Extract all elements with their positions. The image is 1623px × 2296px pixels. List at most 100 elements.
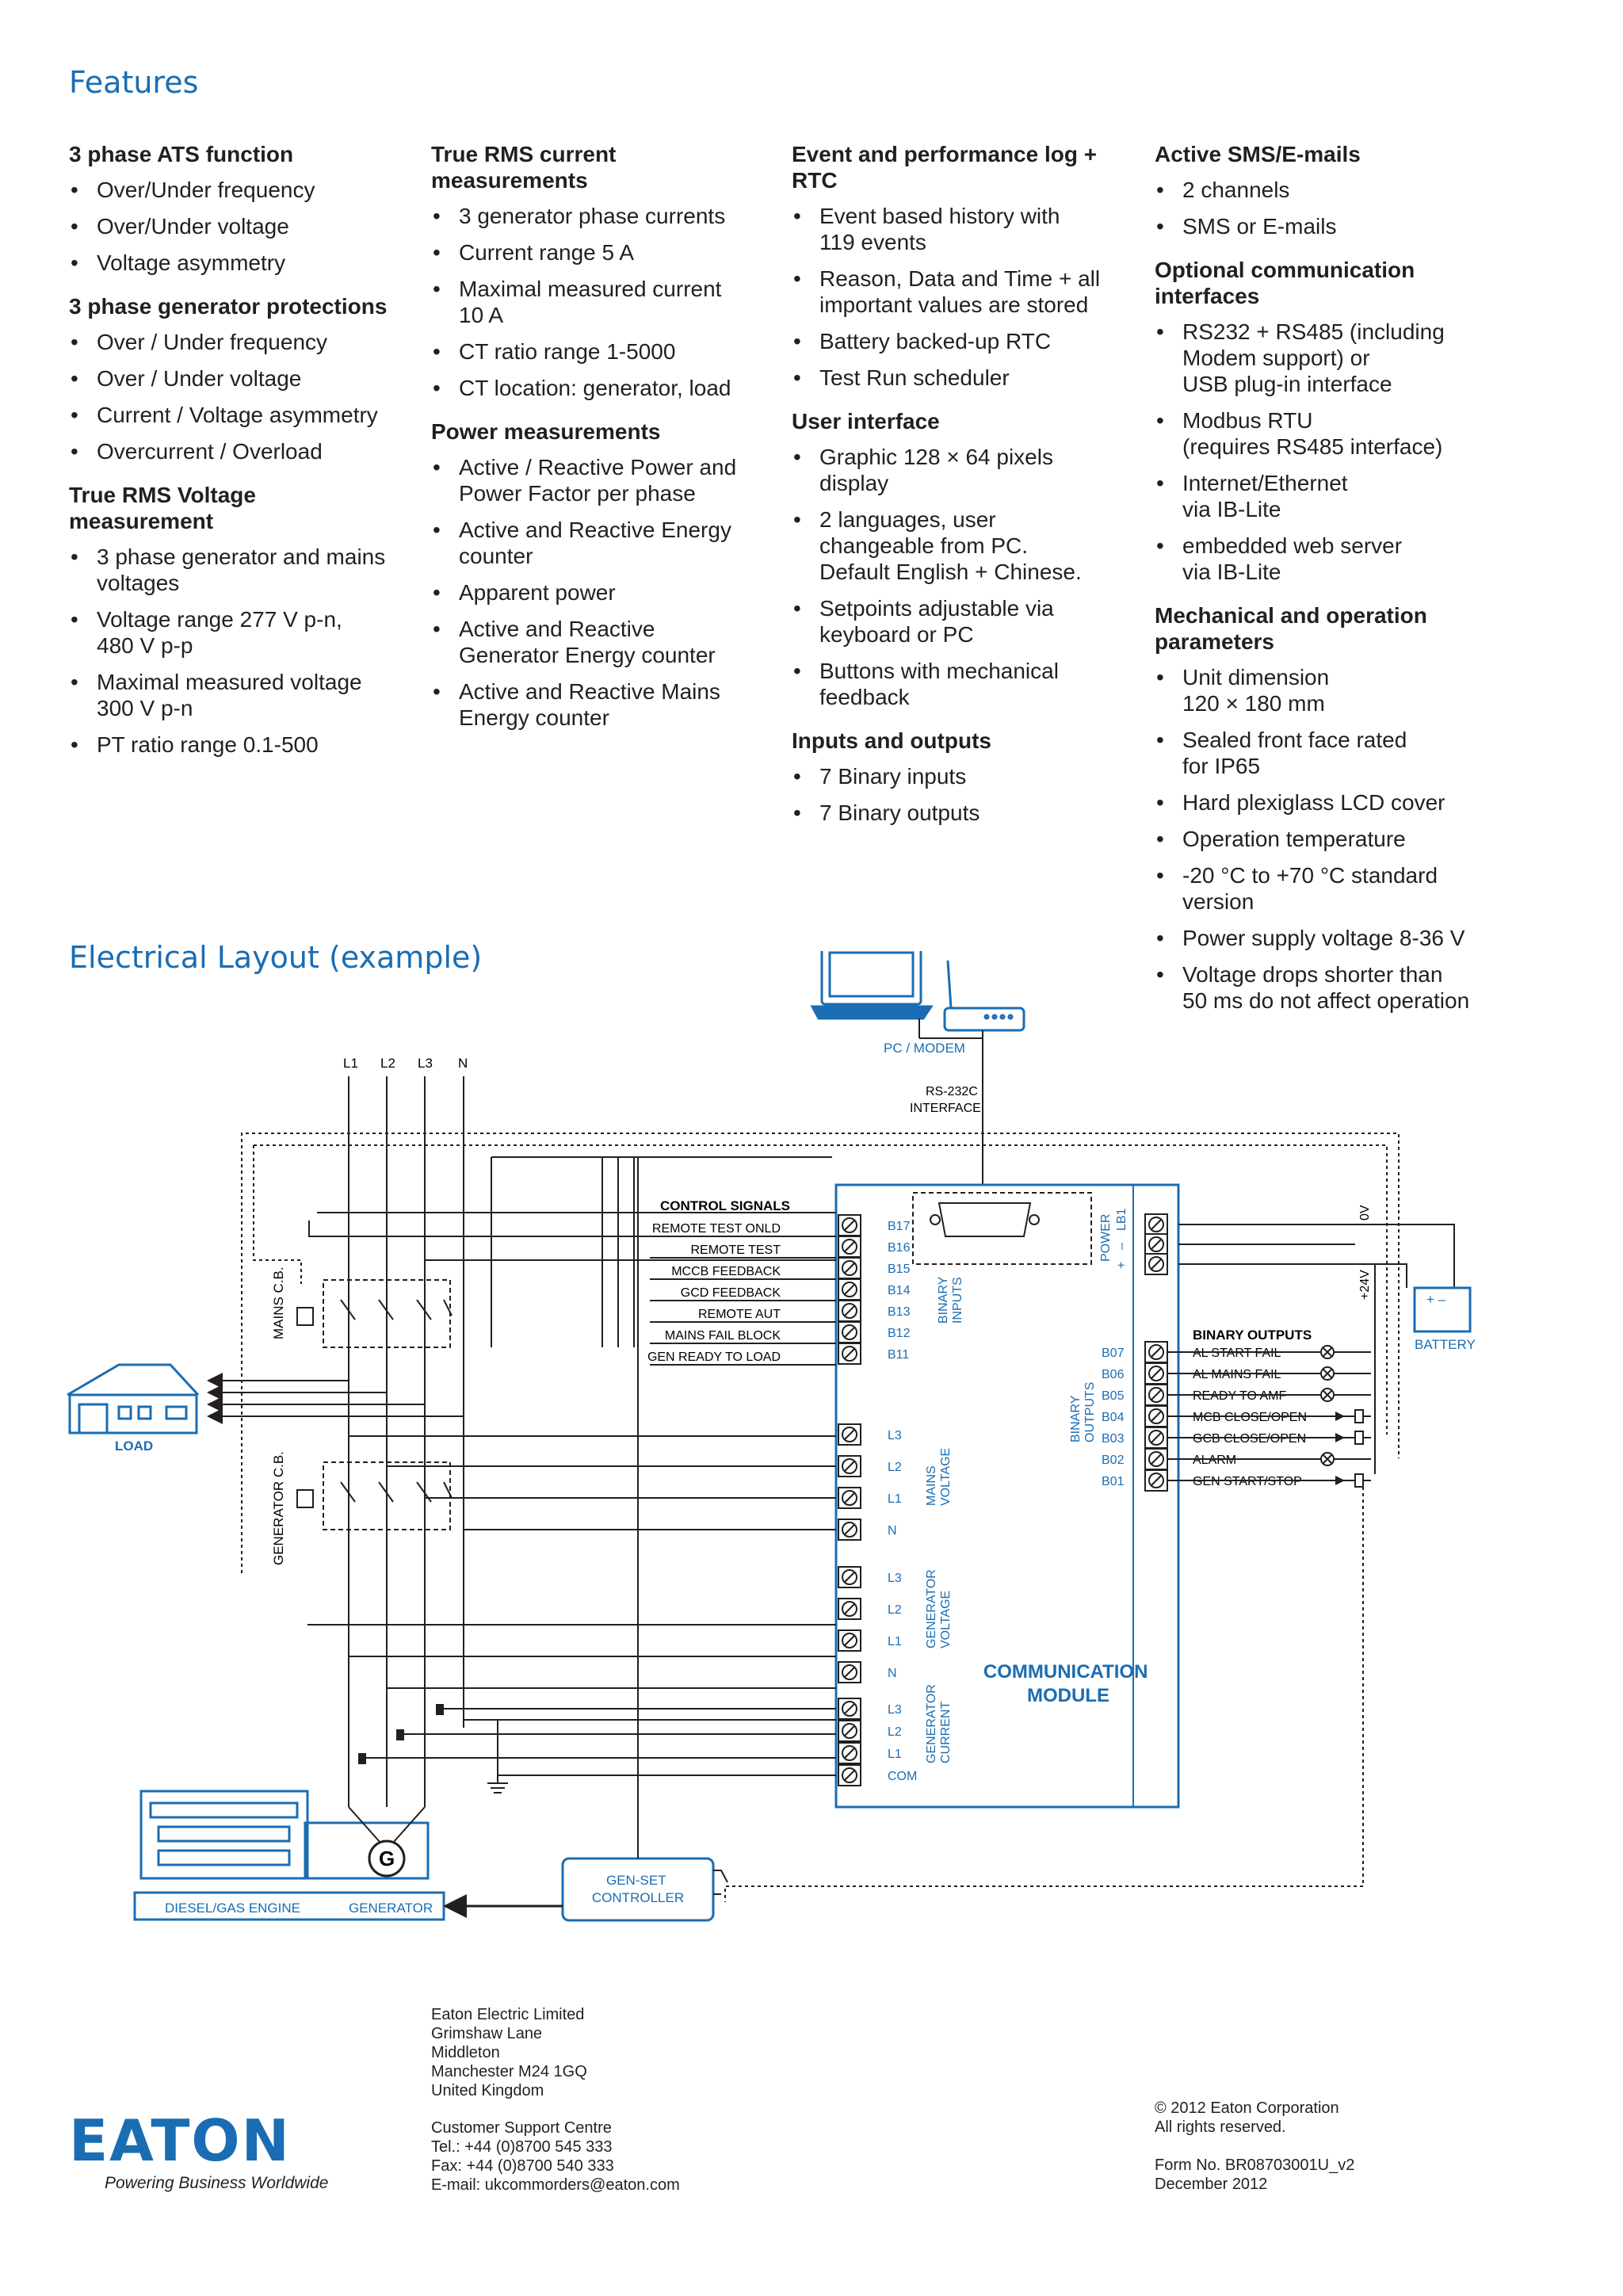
feature-column: Event and performance log + RTCEvent bas…: [792, 141, 1132, 843]
power-terminal-label: LB1: [1115, 1208, 1128, 1231]
relay-icon: [1335, 1409, 1364, 1423]
feature-section-title: 3 phase ATS function: [69, 142, 294, 166]
terminal-screw: [1144, 1469, 1168, 1492]
mains-voltage-line: VOLTAGE: [939, 1448, 953, 1506]
footer-address: Eaton Electric Limited Grimshaw Lane Mid…: [431, 2006, 587, 2099]
control-signal-label: GCD FEEDBACK: [681, 1286, 781, 1300]
feature-section: True RMS Voltage measurement3 phase gene…: [69, 482, 410, 758]
generator-voltage-label: GENERATORVOLTAGE: [925, 1569, 953, 1648]
terminal-screw: [838, 1566, 861, 1588]
phase-label: L3: [418, 1056, 433, 1071]
terminal-screw: [838, 1278, 861, 1301]
feature-list: 7 Binary inputs 7 Binary outputs: [792, 763, 1132, 826]
feature-section: Power measurementsActive / Reactive Powe…: [431, 418, 772, 731]
feature-item: 3 phase generator and mains voltages: [69, 544, 410, 596]
feature-section: Event and performance log + RTCEvent bas…: [792, 141, 1132, 391]
feature-item: RS232 + RS485 (including Modem support) …: [1155, 319, 1495, 397]
terminal-screw: [1144, 1253, 1168, 1275]
terminal-screw: [838, 1487, 861, 1509]
feature-section-title: 3 phase generator protections: [69, 294, 388, 319]
feature-section: 3 phase ATS functionOver/Under frequency…: [69, 141, 410, 276]
feature-item: Operation temperature: [1155, 826, 1495, 852]
generator-icon: [368, 1839, 406, 1878]
genset-controller-line: CONTROLLER: [592, 1890, 684, 1905]
terminal-label: B17: [888, 1220, 911, 1233]
feature-item: Current range 5 A: [431, 239, 772, 266]
feature-item: SMS or E-mails: [1155, 213, 1495, 239]
feature-column: Active SMS/E-mails2 channelsSMS or E-mai…: [1155, 141, 1495, 1031]
controller-box: [834, 1183, 1180, 1809]
feature-section-title: Inputs and outputs: [792, 728, 991, 753]
pc-modem-label: PC / MODEM: [884, 1041, 965, 1056]
output-signal-label: AL START FAIL: [1193, 1347, 1281, 1360]
terminal-label: L3: [888, 1429, 902, 1442]
terminal-label: L1: [888, 1492, 902, 1506]
power-terminal-label: +: [1115, 1262, 1128, 1269]
feature-list: Graphic 128 × 64 pixels display2 languag…: [792, 444, 1132, 710]
terminal-label: B06: [1102, 1368, 1125, 1381]
terminal-screw: [1144, 1405, 1168, 1427]
terminal-screw: [838, 1343, 861, 1365]
feature-section: True RMS current measurements 3 generator…: [431, 141, 772, 401]
eaton-logo: EATON: [69, 2112, 291, 2169]
rs232-interface-label: INTERFACE: [910, 1102, 981, 1115]
load-label: LOAD: [115, 1438, 153, 1454]
terminal-label: L2: [888, 1725, 902, 1739]
feature-item: Voltage range 277 V p-n, 480 V p-p: [69, 606, 410, 659]
terminal-screw: [1144, 1341, 1168, 1363]
genset-controller-box: [561, 1857, 715, 1922]
binary-inputs-line: INPUTS: [951, 1277, 964, 1324]
binary-outputs-line: OUTPUTS: [1083, 1382, 1097, 1442]
power-label: POWER: [1099, 1214, 1113, 1262]
terminal-screw: [838, 1423, 861, 1446]
generator-current-line: GENERATOR: [925, 1684, 938, 1763]
feature-section-title: Active SMS/E-mails: [1155, 142, 1361, 166]
mains-voltage-label: MAINSVOLTAGE: [925, 1448, 953, 1506]
feature-section-title: Power measurements: [431, 419, 661, 444]
feature-item: 3 generator phase currents: [431, 203, 772, 229]
feature-list: Over/Under frequencyOver/Under voltageVo…: [69, 177, 410, 276]
comm-slot: [912, 1192, 1092, 1265]
terminal-label: COM: [888, 1770, 917, 1783]
terminal-screw: [1144, 1427, 1168, 1449]
relay-icon: [1335, 1431, 1364, 1445]
feature-item: Active / Reactive Power and Power Factor…: [431, 454, 772, 506]
feature-section: Active SMS/E-mails2 channelsSMS or E-mai…: [1155, 141, 1495, 239]
phase-label: L2: [380, 1056, 395, 1071]
binary-inputs-label: BINARYINPUTS: [937, 1276, 964, 1324]
terminal-screw: [1144, 1233, 1168, 1255]
power-terminal-label: –: [1115, 1243, 1128, 1250]
feature-section: Inputs and outputs7 Binary inputs7 Binar…: [792, 728, 1132, 826]
terminal-label: B07: [1102, 1347, 1125, 1360]
battery-icon: [1413, 1286, 1472, 1333]
footer-copyright: © 2012 Eaton Corporation All rights rese…: [1155, 2099, 1339, 2136]
electrical-layout-diagram: PC / MODEM RS-232C INTERFACE L1 L2 L3 N: [67, 951, 1476, 1922]
feature-list: Unit dimension 120 × 180 mmSealed front …: [1155, 664, 1495, 1014]
feature-item: Over / Under voltage: [69, 365, 410, 392]
feature-item: Modbus RTU (requires RS485 interface): [1155, 407, 1495, 460]
terminal-label: B01: [1102, 1475, 1125, 1488]
output-signal-label: GEN START/STOP: [1193, 1475, 1302, 1488]
control-signals-title: CONTROL SIGNALS: [660, 1198, 790, 1213]
feature-item: 7 Binary inputs: [792, 763, 1132, 789]
feature-item: 7 Binary outputs: [792, 800, 1132, 826]
house-icon: [67, 1363, 200, 1435]
generator-label: GENERATOR: [349, 1901, 433, 1916]
genset-controller-label: GEN-SET CONTROLLER: [592, 1873, 684, 1905]
control-signal-label: REMOTE AUT: [698, 1308, 781, 1321]
rs232-label: RS-232C: [926, 1085, 978, 1098]
feature-item: Over/Under frequency: [69, 177, 410, 203]
terminal-screw: [1144, 1448, 1168, 1470]
terminal-screw: [838, 1720, 861, 1742]
feature-section-title: True RMS current measurements: [431, 142, 617, 193]
generator-current-line: CURRENT: [939, 1702, 953, 1763]
footer-support: Customer Support Centre Tel.: +44 (0)870…: [431, 2119, 680, 2194]
lamp-icon: [1320, 1452, 1335, 1466]
terminal-label: N: [888, 1524, 897, 1538]
feature-list: 3 phase generator and mains voltagesVolt…: [69, 544, 410, 758]
feature-item: PT ratio range 0.1-500: [69, 732, 410, 758]
genset-controller-line: GEN-SET: [606, 1873, 666, 1888]
